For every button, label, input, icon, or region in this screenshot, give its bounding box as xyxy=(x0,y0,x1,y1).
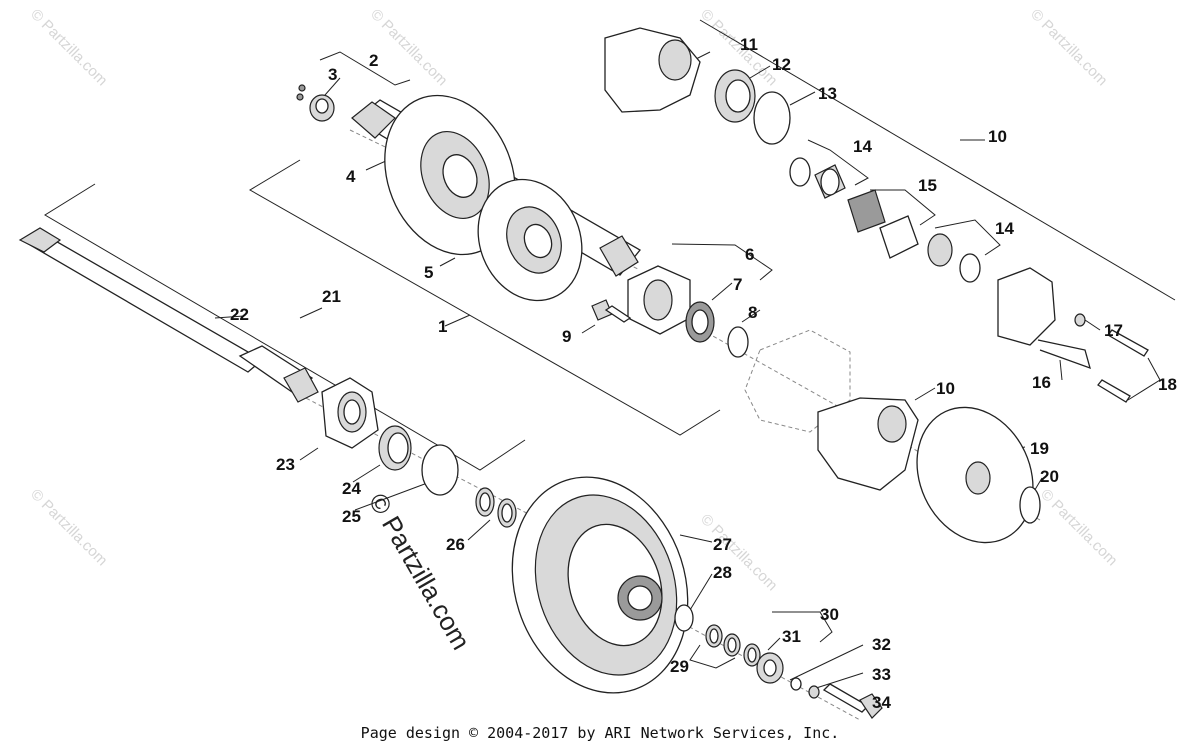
o-ring xyxy=(753,91,791,145)
callout-27: 27 xyxy=(713,535,732,554)
callout-labels: 1 2 3 4 5 6 7 8 9 10 10 11 12 13 14 14 1… xyxy=(230,35,1177,712)
o-ring xyxy=(421,444,459,496)
bleeder-valve xyxy=(1074,313,1086,327)
parts xyxy=(18,27,1149,719)
callout-9: 9 xyxy=(562,327,571,346)
callout-13: 13 xyxy=(818,84,837,103)
brake-caliper xyxy=(604,27,701,113)
callout-23: 23 xyxy=(276,455,295,474)
watermark: © Partzilla.com xyxy=(1037,486,1120,569)
callout-26: 26 xyxy=(446,535,465,554)
callout-8: 8 xyxy=(748,303,757,322)
callout-30: 30 xyxy=(820,605,839,624)
bolt xyxy=(822,683,883,719)
callout-15: 15 xyxy=(918,176,937,195)
drive-sprocket xyxy=(477,178,583,302)
callout-31: 31 xyxy=(782,627,801,646)
snap-ring xyxy=(789,157,811,187)
callout-10-lower: 10 xyxy=(936,379,955,398)
seal-inner xyxy=(691,309,709,335)
callout-17: 17 xyxy=(1104,321,1123,340)
callout-10-upper: 10 xyxy=(988,127,1007,146)
callout-4: 4 xyxy=(346,167,356,186)
bearing xyxy=(378,425,412,471)
flat-washer xyxy=(808,685,820,699)
brake-disc xyxy=(916,406,1034,544)
bushing xyxy=(814,164,846,199)
bushing xyxy=(927,233,953,267)
spacer-rings xyxy=(475,487,517,528)
callout-28: 28 xyxy=(713,563,732,582)
callout-20: 20 xyxy=(1040,467,1059,486)
bearing-flange xyxy=(627,265,691,335)
watermark: © Partzilla.com xyxy=(697,511,780,594)
callout-2: 2 xyxy=(369,51,378,70)
callout-19: 19 xyxy=(1030,439,1049,458)
retaining-ring xyxy=(1019,486,1041,524)
lock-washer xyxy=(790,677,802,691)
callout-24: 24 xyxy=(342,479,361,498)
watermark: © Partzilla.com xyxy=(27,6,110,89)
bolt xyxy=(591,299,632,323)
axle-shaft xyxy=(18,227,319,403)
watermark: © Partzilla.com xyxy=(367,6,450,89)
callout-18: 18 xyxy=(1158,375,1177,394)
callout-6: 6 xyxy=(745,245,754,264)
watermark: © Partzilla.com xyxy=(27,486,110,569)
retaining-ring xyxy=(674,604,694,632)
caliper-bolt xyxy=(1097,329,1149,403)
callout-3: 3 xyxy=(328,65,337,84)
bearing-flange xyxy=(321,377,379,449)
bearing-inner xyxy=(725,79,751,113)
spacer-washer xyxy=(743,643,784,684)
callout-14-lower: 14 xyxy=(995,219,1014,238)
callout-14-upper: 14 xyxy=(853,137,872,156)
callout-34: 34 xyxy=(872,693,891,712)
callout-32: 32 xyxy=(872,635,891,654)
snap-ring xyxy=(959,253,981,283)
callout-12: 12 xyxy=(772,55,791,74)
callout-29: 29 xyxy=(670,657,689,676)
callout-21: 21 xyxy=(322,287,341,306)
callout-5: 5 xyxy=(424,263,433,282)
watermark: © Partzilla.com xyxy=(1027,6,1110,89)
retaining-pin xyxy=(1037,339,1091,370)
brake-pad xyxy=(847,189,919,259)
snap-ring xyxy=(727,326,749,358)
driven-clutch xyxy=(511,476,689,694)
callout-11: 11 xyxy=(740,35,758,54)
callout-33: 33 xyxy=(872,665,891,684)
caliper-half xyxy=(997,267,1056,346)
callout-7: 7 xyxy=(733,275,742,294)
callout-22: 22 xyxy=(230,305,249,324)
callout-16: 16 xyxy=(1032,373,1051,392)
callout-25: 25 xyxy=(342,507,361,526)
washers xyxy=(705,624,741,657)
watermark: © Partzilla.com xyxy=(363,488,477,655)
copyright-footer: Page design © 2004-2017 by ARI Network S… xyxy=(361,724,840,742)
callout-1: 1 xyxy=(438,317,447,336)
brake-caliper xyxy=(817,397,919,491)
